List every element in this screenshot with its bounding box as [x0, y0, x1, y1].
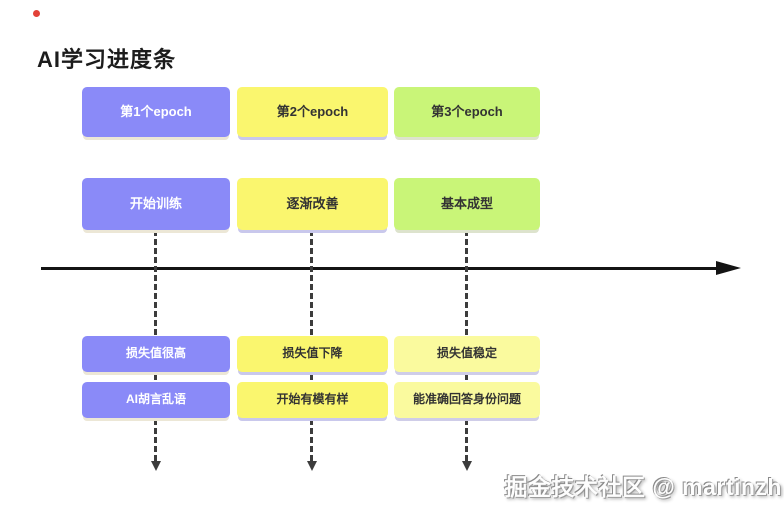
- page-title: AI学习进度条: [37, 47, 177, 72]
- epoch1-note2-box: AI胡言乱语: [82, 382, 230, 418]
- epoch1-note1-box: 损失值很高: [82, 336, 230, 372]
- epoch2-box: 第2个epoch: [237, 87, 388, 137]
- red-dot-marker: [33, 10, 40, 17]
- epoch3-status-box: 基本成型: [394, 178, 540, 230]
- epoch3-note1-box: 损失值稳定: [394, 336, 540, 372]
- timeline-arrowhead-icon: [716, 261, 741, 275]
- epoch2-note1-box: 损失值下降: [237, 336, 388, 372]
- down-arrowhead-icon-epoch3: [462, 461, 472, 471]
- down-arrowhead-icon-epoch2: [307, 461, 317, 471]
- epoch1-box: 第1个epoch: [82, 87, 230, 137]
- down-arrowhead-icon-epoch1: [151, 461, 161, 471]
- epoch3-note2-box: 能准确回答身份问题: [394, 382, 540, 418]
- timeline-line: [41, 267, 720, 270]
- epoch1-status-box: 开始训练: [82, 178, 230, 230]
- epoch2-status-box: 逐渐改善: [237, 178, 388, 230]
- watermark: 掘金技术社区 @ martinzh: [504, 474, 782, 500]
- epoch2-note2-box: 开始有模有样: [237, 382, 388, 418]
- epoch3-box: 第3个epoch: [394, 87, 540, 137]
